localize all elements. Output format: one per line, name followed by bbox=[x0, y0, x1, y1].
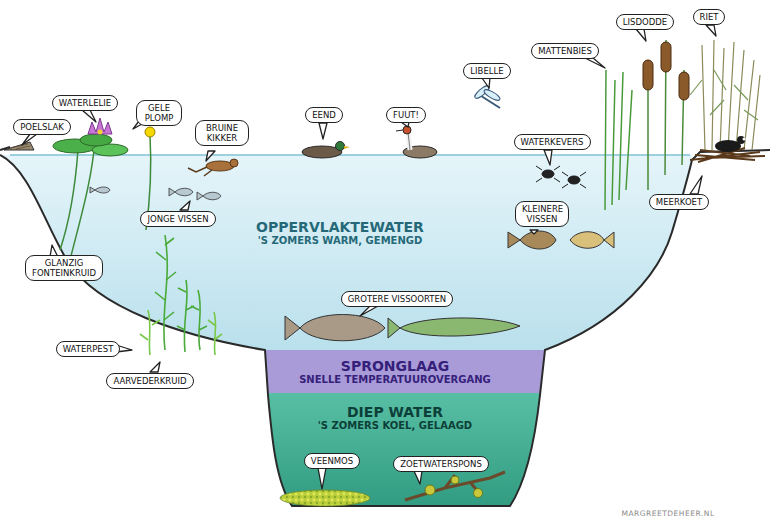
bubble-label: MATTENBIES bbox=[538, 46, 592, 56]
duck bbox=[302, 142, 350, 159]
bubble-label: WATERKEVERS bbox=[521, 137, 584, 147]
speech-bubble: RIET bbox=[693, 9, 726, 25]
speech-bubble: WATERPEST bbox=[56, 341, 121, 357]
water-zone: OPPERVLAKTEWATER'S ZOMERS WARM, GEMENGD bbox=[252, 217, 428, 249]
grebe bbox=[396, 126, 437, 158]
cattails bbox=[643, 40, 689, 190]
speech-bubble: WATERLELIE bbox=[52, 95, 118, 111]
speech-bubble: BRUINE KIKKER bbox=[195, 120, 249, 146]
water-plants bbox=[140, 235, 222, 355]
dragonfly bbox=[473, 84, 501, 108]
reed bbox=[690, 40, 760, 150]
bubble-label: GROTERE VISSOORTEN bbox=[348, 294, 446, 304]
bubble-label: RIET bbox=[700, 12, 719, 22]
pond-outline bbox=[0, 155, 692, 506]
water-zone: SPRONGLAAGSNELLE TEMPERATUUROVERGANG bbox=[295, 356, 495, 388]
rushes bbox=[605, 70, 632, 210]
coot-nest bbox=[690, 136, 765, 162]
frog bbox=[188, 159, 238, 176]
speech-bubble: LIBELLE bbox=[463, 63, 510, 79]
bubble-label: LIBELLE bbox=[470, 66, 503, 76]
bubble-label: BRUINE KIKKER bbox=[202, 123, 242, 143]
speech-bubble: VEENMOS bbox=[304, 453, 360, 469]
speech-bubble: FUUT! bbox=[386, 107, 426, 123]
watermark: MARGREETDEHEER.NL bbox=[621, 509, 714, 518]
speech-bubble: JONGE VISSEN bbox=[140, 211, 215, 227]
smaller-fish bbox=[508, 231, 614, 249]
speech-bubble: WATERKEVERS bbox=[514, 134, 591, 150]
bubble-label: EEND bbox=[312, 110, 336, 120]
speech-bubble: GROTERE VISSOORTEN bbox=[341, 291, 453, 307]
bubble-label: GELE PLOMP bbox=[143, 103, 175, 123]
bubble-label: AARVEDERKRUID bbox=[113, 376, 186, 386]
bubble-label: WATERLELIE bbox=[59, 98, 111, 108]
speech-bubble: ZOETWATERSPONS bbox=[393, 456, 489, 472]
young-fish bbox=[90, 187, 221, 200]
speech-bubble: MATTENBIES bbox=[531, 43, 599, 59]
speech-bubble: GLANZIG FONTEINKRUID bbox=[25, 255, 103, 281]
bubble-label: VEENMOS bbox=[311, 456, 353, 466]
speech-bubble: POELSLAK bbox=[13, 119, 71, 135]
snail bbox=[4, 142, 34, 150]
bubble-label: GLANZIG FONTEINKRUID bbox=[32, 258, 96, 278]
bubble-label: JONGE VISSEN bbox=[147, 214, 208, 224]
bubble-label: WATERPEST bbox=[63, 344, 114, 354]
speech-bubble: KLEINERE VISSEN bbox=[515, 201, 569, 227]
zone-title: SPRONGLAAG bbox=[299, 358, 491, 374]
speech-bubble: MEERKOET bbox=[649, 194, 709, 210]
water-beetles bbox=[536, 166, 586, 188]
bubble-label: KLEINERE VISSEN bbox=[522, 204, 562, 224]
freshwater-sponge bbox=[405, 472, 505, 500]
speech-bubble: LISDODDE bbox=[616, 14, 674, 30]
bubble-label: LISDODDE bbox=[623, 17, 667, 27]
zone-title: OPPERVLAKTEWATER bbox=[256, 219, 424, 235]
bubble-tails bbox=[22, 25, 716, 489]
zone-note: SNELLE TEMPERATUUROVERGANG bbox=[299, 374, 491, 386]
bubble-label: MEERKOET bbox=[656, 197, 702, 207]
water-zone: DIEP WATER'S ZOMERS KOEL, GELAAGD bbox=[314, 402, 476, 434]
water-bands bbox=[0, 150, 770, 513]
bubble-label: FUUT! bbox=[393, 110, 419, 120]
zone-title: DIEP WATER bbox=[318, 404, 472, 420]
zone-note: 'S ZOMERS WARM, GEMENGD bbox=[256, 235, 424, 247]
bubble-label: POELSLAK bbox=[20, 122, 64, 132]
speech-bubble: EEND bbox=[305, 107, 343, 123]
sphagnum bbox=[280, 490, 370, 506]
zone-note: 'S ZOMERS KOEL, GELAAGD bbox=[318, 420, 472, 432]
speech-bubble: AARVEDERKRUID bbox=[106, 373, 193, 389]
speech-bubble: GELE PLOMP bbox=[136, 100, 182, 126]
bubble-label: ZOETWATERSPONS bbox=[400, 459, 482, 469]
water-lily bbox=[53, 118, 128, 260]
larger-fish bbox=[285, 315, 520, 341]
